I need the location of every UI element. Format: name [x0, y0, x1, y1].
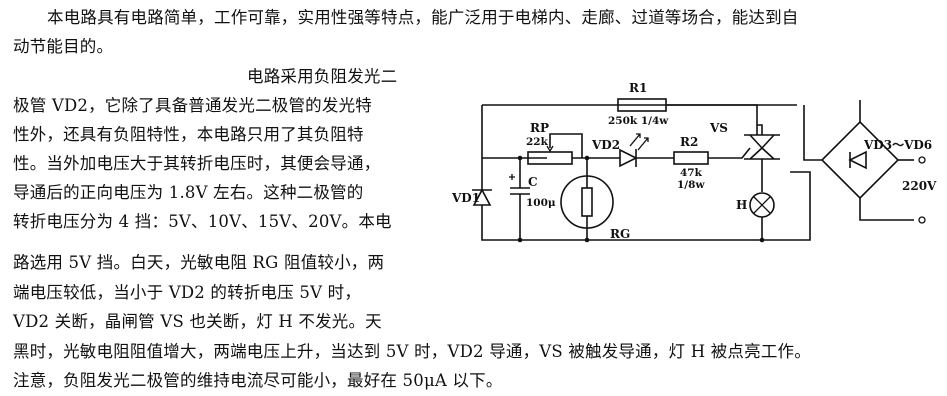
paragraph-line-2: 动节能目的。	[13, 37, 114, 56]
input-terminal-bottom	[918, 216, 926, 224]
paragraph-line-9: 路选用 5V 挡。白天，光敏电阻 RG 阻值较小，两	[13, 253, 385, 272]
led-light-arrow	[629, 133, 649, 151]
rg-label: RG	[610, 227, 630, 241]
vd3-vd6-label: VD3～VD6	[863, 138, 932, 152]
r2-label: R2	[680, 135, 698, 149]
paragraph-line-12: 黑时，光敏电阻阻值增大，两端电压上升，当达到 5V 时，VD2 导通，VS 被触…	[13, 342, 811, 361]
vd2-label: VD2	[591, 138, 620, 152]
c-value-label: 100μ	[526, 197, 556, 209]
r2-power-label: 1/8w	[677, 179, 705, 191]
voltage-label: 220V	[902, 179, 937, 193]
circuit-diagram: R1 250k 1/4w RP 22k VD2 R2 47k 1/8w VS V…	[451, 81, 937, 243]
rp-wiper-arrow	[546, 145, 554, 153]
bridge-rectifier	[820, 120, 900, 200]
paragraph-line-1: 本电路具有电路简单，工作可靠，实用性强等特点，能广泛用于电梯内、走廊、过道等场合…	[47, 8, 799, 27]
rp-wiper-wire	[549, 133, 583, 158]
c-label: C	[528, 175, 538, 189]
rp-label: RP	[530, 121, 549, 135]
rp-value-label: 22k	[526, 136, 549, 148]
vs-triac	[744, 134, 780, 160]
input-terminal-top	[918, 156, 926, 164]
paragraph-line-13: 注意，负阻发光二极管的维持电流尽可能小，最好在 50μA 以下。	[13, 371, 503, 390]
h-label: H	[736, 198, 747, 212]
paragraph-line-10: 端电压较低，当小于 VD2 的转折电压 5V 时，	[13, 283, 362, 302]
left-lower-wire	[481, 212, 762, 241]
r2-resistor	[673, 151, 709, 165]
vd1-label: VD1	[451, 191, 480, 205]
paragraph-line-5: 性外，还具有负阻特性，本电路只用了其负阻特	[13, 125, 364, 144]
r1-value-label: 250k 1/4w	[608, 115, 669, 127]
capacitor	[510, 158, 530, 240]
r1-resistor	[617, 98, 667, 112]
r1-label: R1	[629, 81, 647, 95]
paragraph-line-4: 极管 VD2，它除了具备普通发光二极管的发光特	[13, 96, 372, 115]
paragraph-line-11: VD2 关断，晶闸管 VS 也关断，灯 H 不发光。天	[13, 312, 382, 331]
paragraph-line-6: 性。当外加电压大于其转折电压时，其便会导通，	[13, 154, 381, 173]
paragraph-line-3: 电路采用负阻发光二	[247, 67, 398, 86]
paragraph-line-7: 导通后的正向电压为 1.8V 左右。这种二极管的	[13, 183, 364, 202]
paragraph-line-8: 转折电压分为 4 挡：5V、10V、15V、20V。本电	[13, 212, 392, 231]
vs-label: VS	[709, 121, 728, 135]
vd2-led	[619, 148, 638, 168]
r2-value-label: 47k	[680, 167, 703, 179]
